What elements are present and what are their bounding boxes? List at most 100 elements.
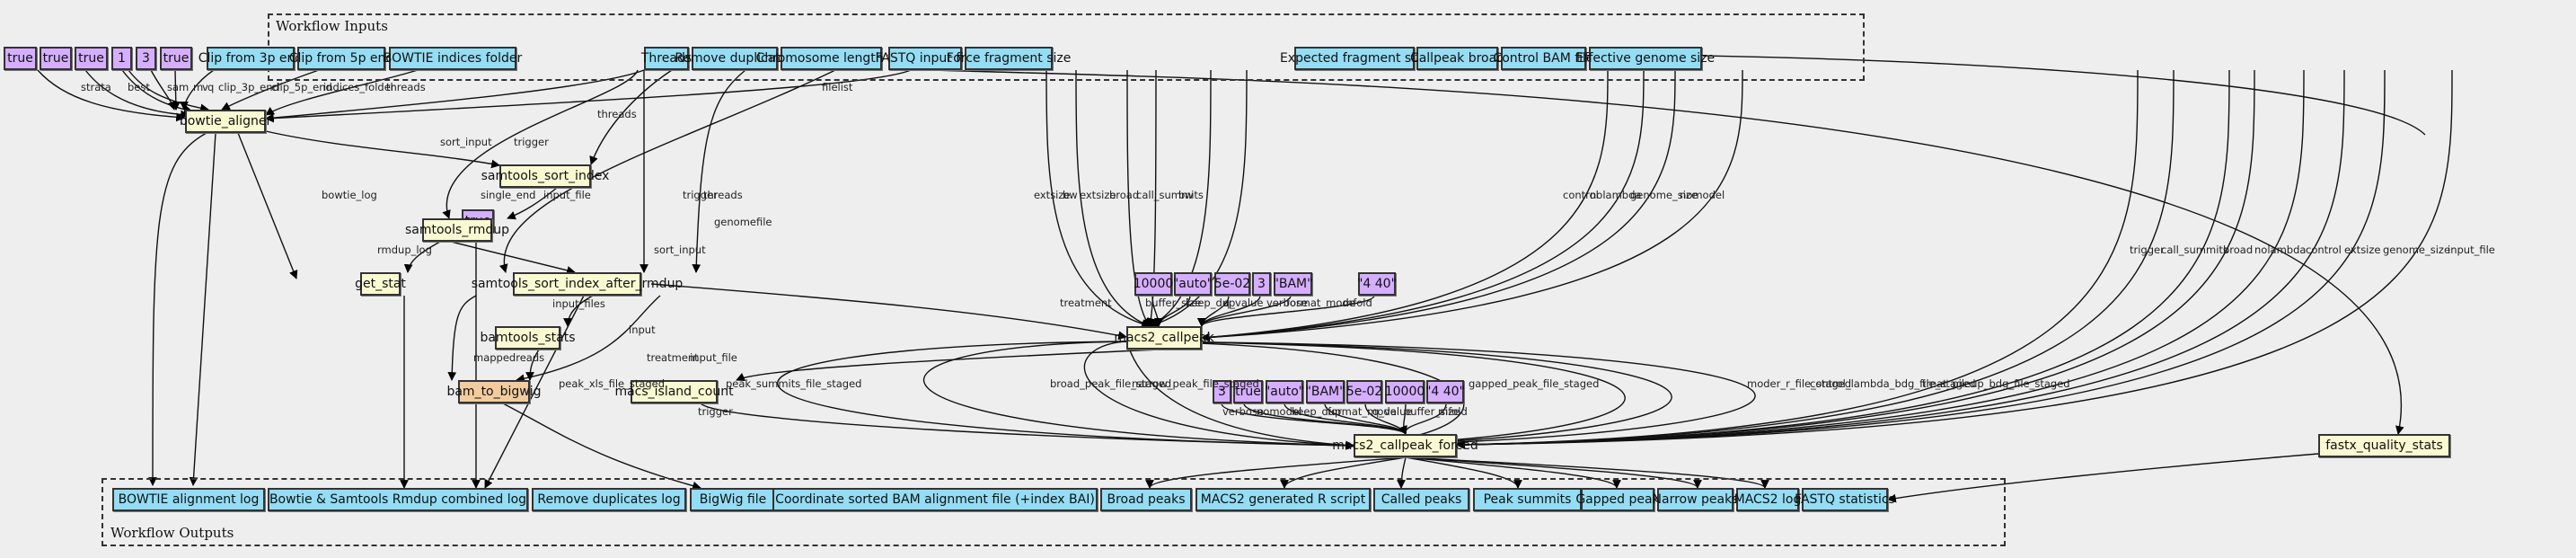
value-forced-keep-dup[interactable]: "auto": [1265, 380, 1304, 403]
edge-label: keep_dup: [1186, 297, 1236, 309]
output-broad-peaks[interactable]: Broad peaks: [1100, 488, 1192, 511]
output-macs2-log[interactable]: MACS2 log: [1734, 488, 1801, 511]
edge: [1405, 456, 1702, 489]
value-strata[interactable]: true: [4, 47, 37, 70]
edge: [736, 349, 1160, 382]
edge: [563, 295, 594, 327]
input-fastq-file[interactable]: FASTQ input file: [875, 47, 975, 70]
value-forced-buffer-size[interactable]: 10000: [1385, 380, 1425, 403]
edge-label: threads: [386, 81, 426, 93]
value-keep-dup[interactable]: "auto": [1173, 272, 1213, 296]
output-bigwig-file[interactable]: BigWig file: [690, 488, 776, 511]
edge: [1456, 69, 2255, 449]
edge: [1149, 69, 1248, 329]
output-fastq-statistics[interactable]: FASTQ statistics: [1795, 488, 1895, 511]
edge-label: m: [193, 81, 204, 93]
edge: [442, 69, 639, 219]
edge-label: bowtie_log: [322, 189, 377, 201]
edge-label: trigger: [514, 136, 549, 148]
edge: [128, 69, 209, 113]
edge: [1201, 69, 1676, 342]
value-mfold[interactable]: "4 40": [1357, 272, 1397, 296]
edge: [933, 69, 2404, 435]
edge-label: nomodel: [1680, 189, 1725, 201]
edge: [1456, 69, 2139, 449]
value-m[interactable]: 1: [111, 47, 132, 70]
edge: [1201, 69, 1609, 342]
input-expected-fragment-size[interactable]: Expected fragment size: [1280, 47, 1429, 70]
edge-label: mfold: [1343, 297, 1372, 309]
step-samtools-sort-index[interactable]: samtools_sort_index: [481, 164, 609, 188]
output-narrow-peaks[interactable]: Narrow peaks: [1653, 488, 1738, 511]
edge-label: input_file: [543, 189, 591, 201]
edge-label: gapped_peak_file_staged: [1469, 377, 1600, 390]
edge: [692, 69, 746, 273]
output-called-peaks[interactable]: Called peaks: [1373, 488, 1469, 511]
value-sam[interactable]: true: [75, 47, 108, 70]
input-bowtie-indices-folder[interactable]: BOWTIE indices folder: [384, 47, 522, 70]
edge-label: single_end: [481, 189, 536, 201]
edge-label: trigger: [2130, 244, 2165, 256]
edge: [1405, 456, 1769, 489]
edge-label: narrow_peak_file_staged: [1132, 377, 1259, 390]
edge-label: trigger: [683, 189, 718, 201]
value-forced-nomodel[interactable]: true: [1233, 380, 1263, 403]
step-bam-to-bigwig[interactable]: bam_to_bigwig: [446, 380, 542, 403]
edge: [1398, 403, 1447, 435]
output-sorted-bam[interactable]: Coordinate sorted BAM alignment file (+i…: [772, 488, 1098, 511]
edge-label: peak_xls_file_staged: [559, 377, 666, 390]
edge-label: treat_pileup_bdg_file_staged: [1922, 377, 2070, 390]
step-bowtie-aligner[interactable]: bowtie_aligner: [180, 110, 271, 133]
step-samtools-rmdup[interactable]: samtools_rmdup: [405, 218, 509, 242]
step-fastx-quality-stats[interactable]: fastx_quality_stats: [2318, 434, 2450, 457]
input-threads[interactable]: Threads: [641, 47, 692, 70]
edge: [1701, 55, 2426, 136]
value-forced-format-mode[interactable]: "BAM": [1305, 380, 1345, 403]
input-remove-duplicates[interactable]: Remove duplicates: [675, 47, 795, 70]
edge: [1149, 69, 1212, 327]
edge: [84, 69, 190, 120]
value-q-value[interactable]: 5e-02: [1214, 272, 1250, 296]
step-macs-island-count[interactable]: macs_island_count: [614, 380, 734, 403]
value-verbose[interactable]: 3: [1252, 272, 1271, 296]
edge-label: nolambda: [2254, 244, 2307, 256]
step-bamtools-stats[interactable]: bamtools_stats: [480, 326, 576, 350]
edge-label: input_files: [552, 297, 605, 310]
edge: [189, 132, 216, 486]
step-macs2-callpeak-forced[interactable]: macs2_callpeak_forced: [1332, 434, 1478, 457]
value-format-mode[interactable]: "BAM": [1273, 272, 1313, 296]
output-bowtie-alignment-log[interactable]: BOWTIE alignment log: [112, 488, 265, 511]
input-callpeak-broad[interactable]: Callpeak broad: [1410, 47, 1504, 70]
value-forced-mfold[interactable]: "4 40": [1425, 380, 1465, 403]
input-effective-genome-size[interactable]: Effective genome size: [1576, 47, 1715, 70]
input-control-bam-file[interactable]: Control BAM file: [1493, 47, 1594, 70]
input-chromosome-length-file[interactable]: Chromosome length file: [756, 47, 906, 70]
value-v[interactable]: 3: [136, 47, 156, 70]
step-samtools-sort-index-after-rmdup[interactable]: samtools_sort_index_after_rmdup: [472, 272, 683, 296]
input-clip-3p-end[interactable]: Clip from 3p end: [198, 47, 303, 70]
value-forced-verbose[interactable]: 3: [1213, 380, 1231, 403]
edge-label: v: [202, 81, 208, 93]
edge-label: broad: [2223, 244, 2254, 256]
output-gapped-peak[interactable]: Gapped peak: [1575, 488, 1660, 511]
step-macs2-callpeak[interactable]: macs2_callpeak: [1114, 326, 1214, 350]
edge: [265, 69, 419, 116]
step-get-stat[interactable]: get_stat: [355, 272, 406, 296]
edge-label: q_value: [1372, 405, 1413, 418]
value-best[interactable]: true: [40, 47, 72, 70]
output-remove-duplicates-log[interactable]: Remove duplicates log: [532, 488, 686, 511]
edge: [265, 69, 912, 123]
output-macs2-r-script[interactable]: MACS2 generated R script: [1195, 488, 1371, 511]
value-forced-q-value[interactable]: 5e-02: [1346, 380, 1382, 403]
edge-label: extsize: [1080, 189, 1116, 201]
edge-label: genomefile: [714, 216, 772, 228]
edge-label: q: [207, 81, 215, 93]
value-buffer-size[interactable]: 10000: [1134, 272, 1173, 296]
output-peak-summits[interactable]: Peak summits: [1473, 488, 1582, 511]
output-combined-log[interactable]: Bowtie & Samtools Rmdup combined log: [268, 488, 528, 511]
input-force-fragment-size[interactable]: Force fragment size: [947, 47, 1071, 70]
value-q[interactable]: true: [160, 47, 192, 70]
edge-label: moder_r_file_staged: [1747, 377, 1852, 390]
edge: [171, 69, 181, 111]
input-clip-5p-end[interactable]: Clip from 5p end: [289, 47, 393, 70]
